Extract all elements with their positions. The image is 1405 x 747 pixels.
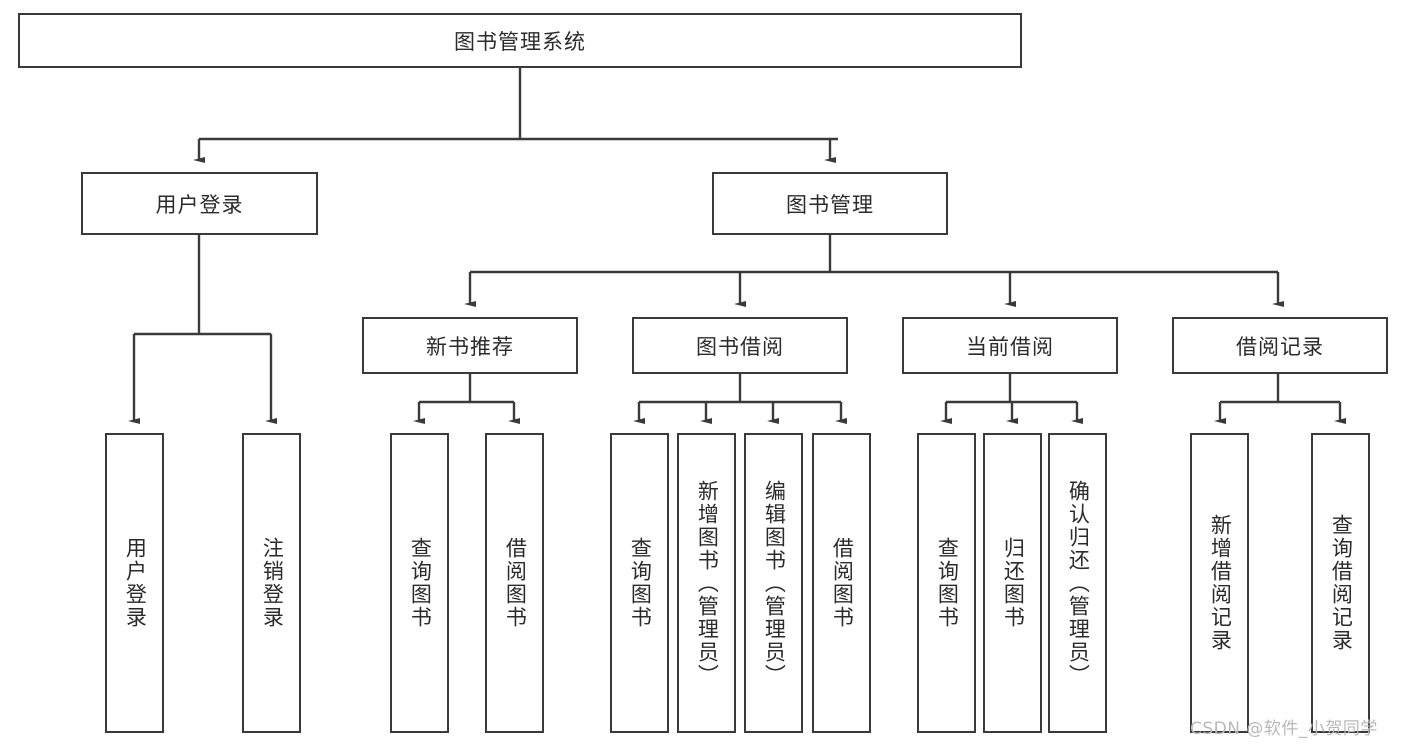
node-current-borrow[interactable]: 当前借阅 — [902, 317, 1118, 374]
leaf-record-query-borrow-record[interactable]: 查询借阅记录 — [1311, 433, 1370, 733]
leaf-user-login-login[interactable]: 用户登录 — [105, 433, 164, 733]
node-label: 用户登录 — [155, 192, 244, 217]
node-label: 借阅图书 — [830, 537, 855, 629]
leaf-borrow-add-book-admin[interactable]: 新增图书（管理员） — [677, 433, 736, 733]
leaf-record-add-borrow-record[interactable]: 新增借阅记录 — [1190, 433, 1249, 733]
leaf-current-return-book[interactable]: 归还图书 — [983, 433, 1042, 733]
node-label: 查询借阅记录 — [1329, 514, 1354, 652]
node-label: 新增图书（管理员） — [695, 479, 720, 687]
node-label: 图书借阅 — [696, 334, 784, 359]
node-new-book-recommend[interactable]: 新书推荐 — [362, 317, 578, 374]
node-label: 编辑图书（管理员） — [762, 479, 787, 687]
node-label: 查询图书 — [408, 537, 433, 629]
node-label: 当前借阅 — [966, 334, 1054, 359]
leaf-current-confirm-return-admin[interactable]: 确认归还（管理员） — [1048, 433, 1107, 733]
node-label: 借阅记录 — [1236, 334, 1324, 359]
leaf-user-login-logout[interactable]: 注销登录 — [242, 433, 301, 733]
csdn-watermark: CSDN @软件_小贺同学 — [1190, 719, 1378, 739]
node-label: 新书推荐 — [426, 334, 514, 359]
node-label: 用户登录 — [123, 537, 148, 629]
leaf-borrow-edit-book-admin[interactable]: 编辑图书（管理员） — [744, 433, 803, 733]
node-label: 查询图书 — [628, 537, 653, 629]
node-book-borrow[interactable]: 图书借阅 — [632, 317, 848, 374]
leaf-borrow-borrow-book[interactable]: 借阅图书 — [812, 433, 871, 733]
node-borrow-record[interactable]: 借阅记录 — [1172, 317, 1388, 374]
leaf-current-query-book[interactable]: 查询图书 — [917, 433, 976, 733]
node-label: 新增借阅记录 — [1208, 514, 1233, 652]
node-book-management[interactable]: 图书管理 — [712, 172, 948, 235]
node-label: 确认归还（管理员） — [1066, 479, 1091, 687]
leaf-new-book-borrow[interactable]: 借阅图书 — [485, 433, 544, 733]
leaf-borrow-query-book[interactable]: 查询图书 — [610, 433, 669, 733]
node-label: 查询图书 — [935, 537, 960, 629]
node-label: 归还图书 — [1001, 537, 1026, 629]
node-user-login[interactable]: 用户登录 — [81, 172, 318, 235]
node-label: 图书管理 — [786, 192, 874, 217]
node-label: 注销登录 — [260, 537, 285, 629]
leaf-new-book-query[interactable]: 查询图书 — [390, 433, 449, 733]
node-label: 图书管理系统 — [454, 29, 586, 54]
node-root-book-management-system[interactable]: 图书管理系统 — [18, 13, 1022, 68]
node-label: 借阅图书 — [503, 537, 528, 629]
